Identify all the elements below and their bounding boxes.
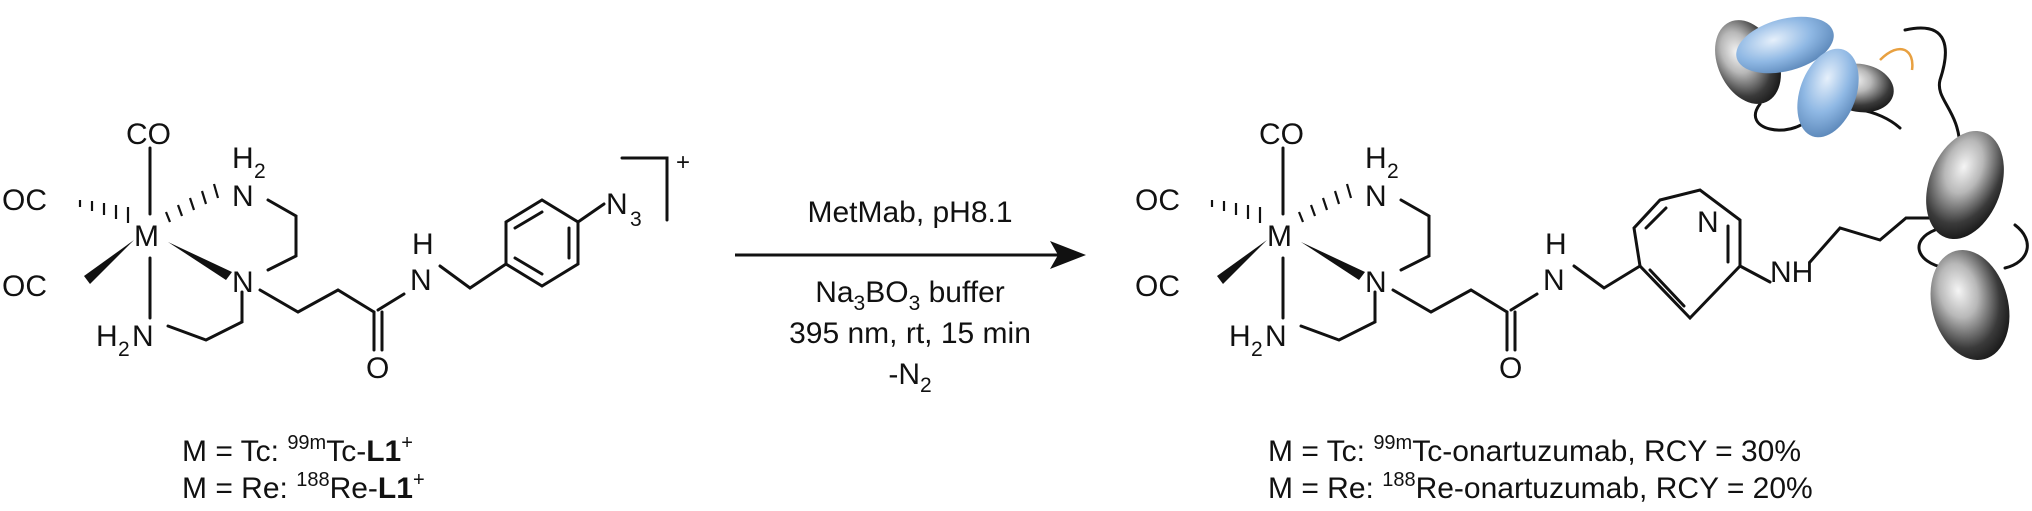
atom-n-top: N [232,180,254,213]
atom-amide-h: H [412,228,434,261]
product-label-line1: M = Tc: 99mTc-onartuzumab, RCY = 30% [1268,432,1801,468]
atom-azide-n: N [606,188,628,221]
bond-ch2 [438,262,508,290]
p-atom-nh2-top-sub: 2 [1387,160,1399,183]
antibody-domain-blue-2 [1797,48,1859,138]
azepine-ring [1632,188,1742,321]
bond-c-n [376,292,406,312]
wedge-m-oc [84,240,134,284]
atom-co-top: CO [126,118,171,151]
reactant-label: M = Tc: 99mTc-L1+ M = Re: 188Re-L1+ [182,432,425,505]
atom-oc-bottom: OC [2,270,47,303]
conditions-buffer: Na3BO3 buffer [815,276,1005,315]
p-atom-n-center: N [1365,266,1387,299]
antibody-cartoon [1715,16,2029,360]
p-atom-amide-n: N [1543,264,1565,297]
atom-h2n-n: N [132,320,154,353]
charge-plus: + [676,149,690,176]
p-atom-h2n-sub: 2 [1251,338,1263,361]
hashed-bond-m-nh2 [164,183,220,223]
bond-aryl-n3 [576,202,606,224]
arrow-head [1050,241,1086,269]
p-atom-nh2-top-h: H [1365,142,1387,175]
p-atom-nh: NH [1770,256,1813,289]
p-atom-h2n-h: H [1229,320,1251,353]
disulfide-bond [1879,48,1914,71]
atom-oc-left: OC [2,184,47,217]
benzene-double-3 [513,256,544,276]
product-label-line2: M = Re: 188Re-onartuzumab, RCY = 20% [1268,469,1813,505]
bond-p-chain [1391,288,1509,314]
bond-p-c-n [1509,292,1539,312]
conditions-reagent: MetMab, pH8.1 [807,196,1012,229]
antibody-domain-grey-3 [1926,130,2004,240]
p-atom-n-top: N [1365,180,1387,213]
atom-h2n-sub: 2 [118,338,130,361]
benzene-double-1 [513,210,544,230]
atom-h2n-h: H [96,320,118,353]
bond-bridge-bottom [166,290,244,342]
p-atom-amide-o: O [1499,352,1522,385]
conditions-n2-loss: -N2 [888,358,931,397]
bond-bridge-top [266,198,298,272]
antibody-loop-right [1903,26,1962,152]
atom-amide-n: N [410,264,432,297]
p-atom-co-top: CO [1259,118,1304,151]
reactant-label-line2: M = Re: 188Re-L1+ [182,469,425,505]
product-label: M = Tc: 99mTc-onartuzumab, RCY = 30% M =… [1268,432,1813,505]
bond-p-ring-nh [1738,264,1772,284]
p-atom-h2n-n: N [1265,320,1287,353]
bond-p-alkyl-linker [1808,216,1932,264]
p-atom-amide-h: H [1545,228,1567,261]
reactant-structure: CO OC OC M H 2 N N H 2 N H N O N 3 + [2,118,690,385]
p-atom-metal: M [1267,220,1292,253]
reactant-label-line1: M = Tc: 99mTc-L1+ [182,432,413,468]
atom-amide-o: O [366,352,389,385]
wedge-p-m-n [1301,242,1365,280]
azepine-double-3 [1648,268,1686,308]
product-structure: CO OC OC M H 2 N N H 2 N H N O N NH [1135,118,1932,385]
antibody-domain-blue-1 [1736,16,1834,74]
wedge-p-m-oc [1217,240,1267,284]
p-atom-oc-bottom: OC [1135,270,1180,303]
bond-chain [258,288,376,314]
bond-p-bridge-top [1399,198,1431,272]
atom-metal: M [134,220,159,253]
bond-p-ch2 [1572,264,1642,290]
bond-p-bridge-bottom [1299,290,1377,342]
azepine-double-1 [1644,206,1668,230]
atom-n-center: N [232,266,254,299]
hashed-bond-p-m-oc [1210,200,1262,223]
p-atom-ring-n: N [1697,206,1719,239]
hashed-bond-p-m-nh2 [1297,183,1353,223]
charge-bracket [620,156,669,222]
antibody-domain-grey-4 [1930,250,2010,360]
hashed-bond-m-oc [78,200,130,223]
atom-nh2-top-sub: 2 [254,160,266,183]
antibody-loop-middle-right [2003,223,2029,270]
atom-nh2-top-h: H [232,142,254,175]
p-atom-oc-left: OC [1135,184,1180,217]
atom-azide-sub: 3 [630,208,642,231]
reaction-arrow [735,241,1086,269]
reaction-conditions: MetMab, pH8.1 Na3BO3 buffer 395 nm, rt, … [789,196,1031,397]
wedge-m-n [168,242,232,280]
conditions-irradiation: 395 nm, rt, 15 min [789,317,1031,350]
